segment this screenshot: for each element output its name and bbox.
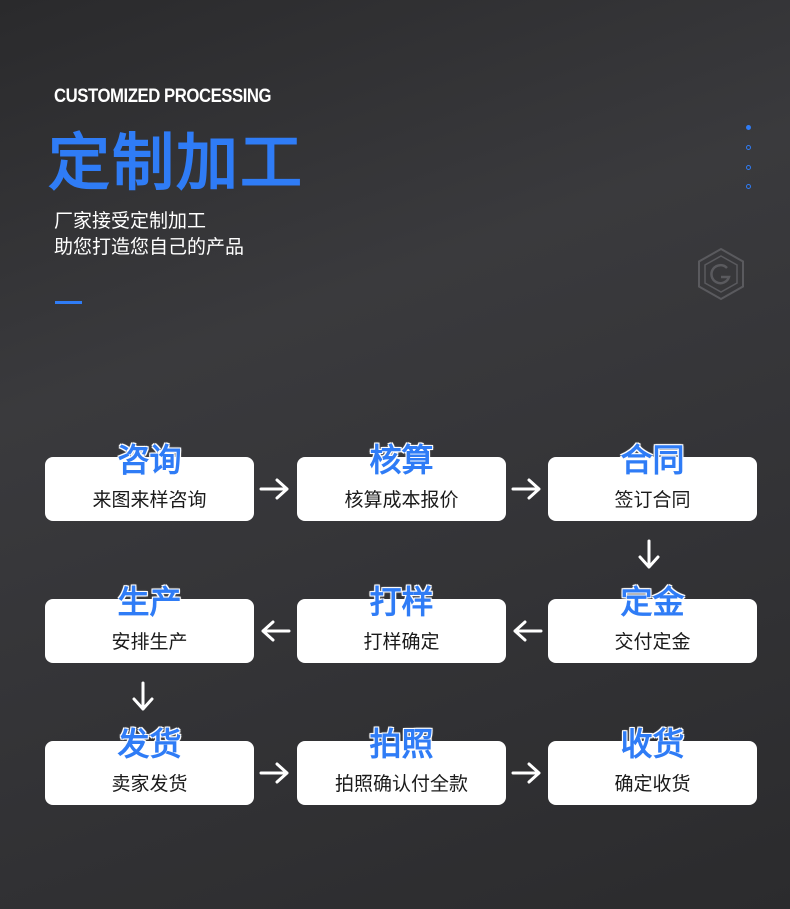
step-photo: 拍照 拍照确认付全款 [297,725,506,805]
dot-filled [746,125,751,130]
step-desc: 打样确定 [363,631,440,653]
step-title: 合同 [620,441,685,479]
step-desc: 安排生产 [111,631,188,653]
step-ship: 发货 卖家发货 [45,725,254,805]
hexagon-g-logo-icon [696,247,746,301]
step-desc: 来图来样咨询 [92,489,207,511]
english-title: CUSTOMIZED PROCESSING [54,86,272,107]
arrow-right-icon [511,761,543,785]
step-desc: 卖家发货 [111,773,188,795]
arrow-right-icon [259,761,291,785]
dot-hollow [746,145,751,150]
step-consult: 咨询 来图来样咨询 [45,441,254,521]
arrow-down-icon [131,681,155,713]
step-card [297,599,506,663]
step-contract: 合同 签订合同 [548,441,757,521]
step-card [548,741,757,805]
step-desc: 交付定金 [614,631,691,653]
page-title: 定制加工 [48,126,305,199]
step-quote: 核算 核算成本报价 [297,441,506,521]
step-production: 生产 安排生产 [45,583,254,663]
arrow-down-icon [637,539,661,571]
step-desc: 核算成本报价 [344,489,459,511]
step-title: 核算 [369,441,434,479]
step-card [297,741,506,805]
subtitle: 厂家接受定制加工 助您打造您自己的产品 [54,208,244,260]
step-desc: 签订合同 [614,489,691,511]
step-card [548,457,757,521]
step-desc: 确定收货 [614,773,691,795]
step-deposit: 定金 交付定金 [548,583,757,663]
step-title: 打样 [369,583,434,621]
step-title: 生产 [117,583,182,621]
arrow-left-icon [511,619,543,643]
step-title: 收货 [620,725,685,763]
step-receive: 收货 确定收货 [548,725,757,805]
arrow-left-icon [259,619,291,643]
step-card [45,457,254,521]
subtitle-line-2: 助您打造您自己的产品 [54,236,245,258]
step-title: 拍照 [369,725,434,763]
step-desc: 拍照确认付全款 [334,773,468,795]
step-card [548,599,757,663]
step-title: 发货 [117,725,182,763]
accent-dash [55,301,82,304]
arrow-right-icon [259,477,291,501]
step-title: 咨询 [117,441,182,479]
step-card [45,599,254,663]
dot-hollow [746,184,751,189]
step-sample: 打样 打样确定 [297,583,506,663]
subtitle-line-1: 厂家接受定制加工 [54,210,207,232]
step-card [297,457,506,521]
step-title: 定金 [620,583,685,621]
step-card [45,741,254,805]
arrow-right-icon [511,477,543,501]
dot-hollow [746,165,751,170]
